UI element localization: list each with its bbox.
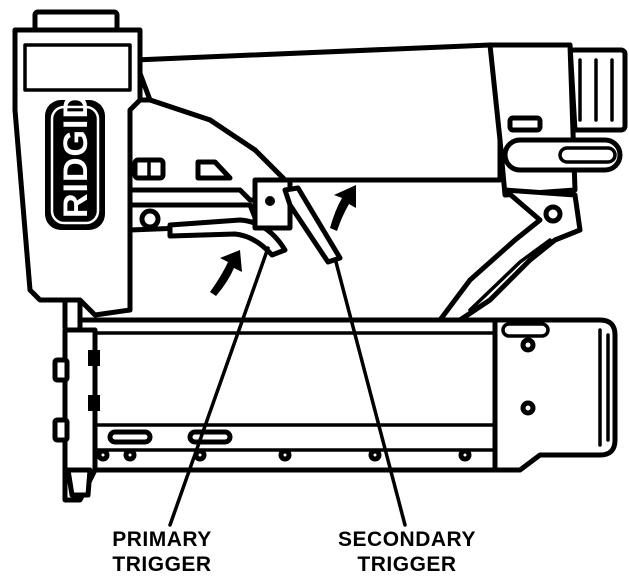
brand-logo-plate	[45, 100, 105, 230]
magazine	[77, 317, 618, 473]
primary-trigger-label-line2: TRIGGER	[112, 553, 211, 576]
secondary-trigger-label-line1: SECONDARY	[338, 528, 476, 551]
air-fitting	[567, 47, 628, 133]
primary-leader-line	[168, 246, 270, 527]
trigger-assembly	[127, 177, 343, 265]
labels: PRIMARY TRIGGER SECONDARY TRIGGER	[112, 528, 476, 576]
leader-lines	[168, 246, 407, 527]
tool-body	[127, 42, 623, 323]
tool-head: RIDGID	[12, 9, 143, 318]
primary-arrow-icon	[210, 250, 242, 296]
contact-tip	[52, 297, 100, 503]
primary-trigger-label-line1: PRIMARY	[112, 528, 212, 551]
motion-arrows	[210, 185, 356, 296]
secondary-arrow-icon	[330, 185, 356, 231]
secondary-trigger[interactable]	[282, 185, 343, 265]
secondary-trigger-label-line2: TRIGGER	[357, 553, 456, 576]
brand-logo: RIDGID	[57, 93, 95, 218]
secondary-leader-line	[334, 260, 407, 527]
